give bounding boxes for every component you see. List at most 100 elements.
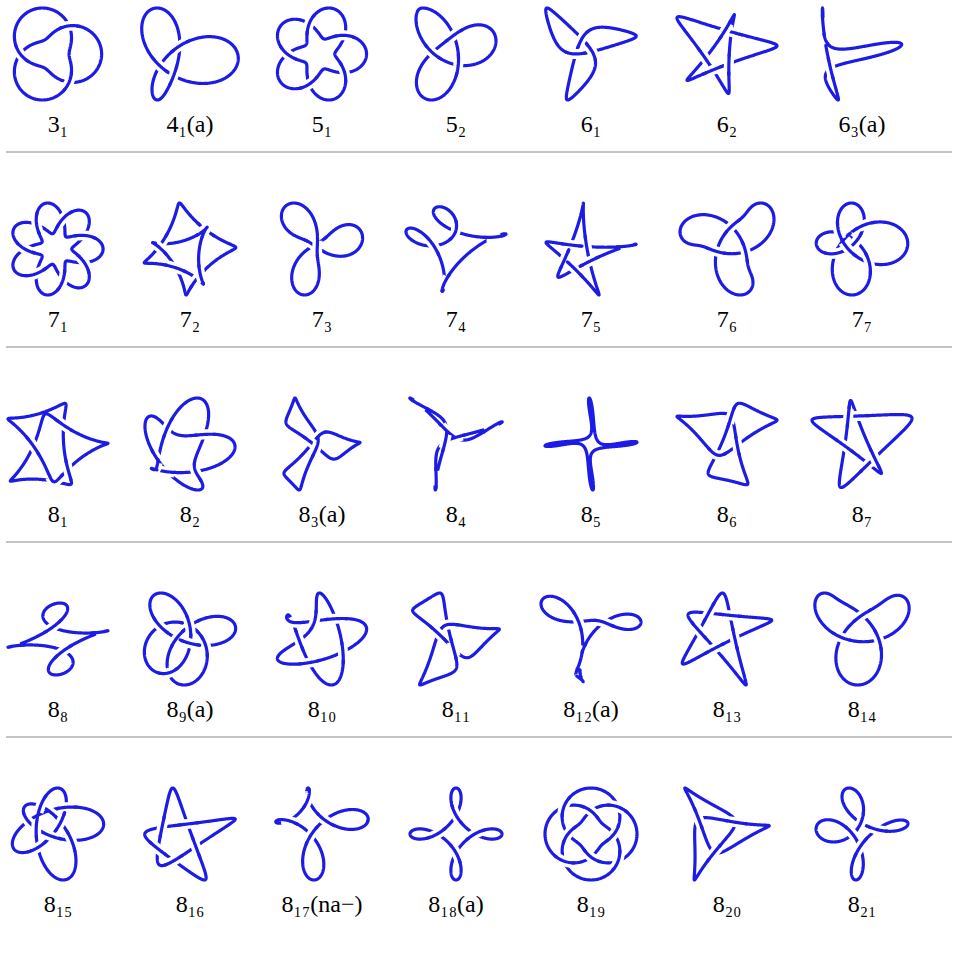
knot-name: 5₁	[312, 109, 332, 139]
knot-overstrand	[585, 236, 589, 257]
knot-overstrand	[855, 222, 874, 229]
knot-overstrand	[594, 620, 613, 626]
knot-name: 7₄	[446, 304, 466, 334]
knot-overstrand	[55, 419, 72, 430]
row-rule	[6, 737, 952, 738]
knot-overstrand	[93, 631, 108, 633]
knot-overstrand	[452, 806, 462, 824]
knot-strand	[546, 8, 636, 100]
knot-overstrand	[36, 817, 37, 838]
knot-overstrand	[825, 250, 845, 253]
knot-overstrand	[55, 645, 72, 657]
knot-overstrand	[300, 77, 317, 88]
knot-overstrand	[828, 58, 833, 78]
knot-overstrand	[832, 632, 851, 640]
knot-overstrand	[16, 45, 28, 61]
knot-strand	[685, 788, 769, 880]
knot-name: 7₇	[852, 304, 872, 334]
knot-name: 8₂₀	[713, 889, 742, 919]
knot-overstrand	[703, 66, 723, 74]
knot-overstrand	[57, 212, 72, 227]
knot-overstrand	[704, 603, 714, 621]
knot-strand	[284, 398, 360, 490]
knot-overstrand	[194, 462, 201, 481]
knot-overstrand	[440, 624, 458, 630]
knot-overstrand	[334, 35, 354, 37]
knot-overstrand	[608, 805, 627, 812]
knot-name: 5₂	[446, 109, 466, 139]
knot-overstrand	[742, 242, 747, 262]
knot-overstrand	[617, 244, 636, 247]
knot-overstrand	[306, 827, 317, 844]
knot-overstrand	[467, 830, 485, 840]
knot-name: 8₁	[48, 499, 68, 529]
knot-overstrand	[281, 47, 297, 60]
knot-strand	[145, 788, 236, 880]
knot-strand	[8, 403, 108, 484]
knot-name: 7₆	[717, 304, 737, 334]
knot-strand	[812, 400, 912, 487]
knot-strand	[12, 788, 103, 880]
knot-overstrand	[720, 614, 742, 616]
knot-overstrand	[16, 242, 34, 253]
knot-overstrand	[154, 618, 168, 633]
knot-name: 8₅	[581, 499, 601, 529]
knot-overstrand	[199, 265, 204, 284]
knot-name: 6₁	[581, 109, 601, 139]
knot-overstrand	[443, 432, 447, 452]
knot-overstrand	[312, 437, 318, 456]
knot-overstrand	[55, 813, 64, 832]
knot-overstrand	[573, 612, 581, 631]
knot-name: 8₇	[852, 499, 872, 529]
knot-strand	[416, 8, 496, 100]
knot-strand	[406, 207, 506, 292]
knot-overstrand	[856, 812, 864, 831]
knot-overstrand	[855, 839, 866, 856]
knot-name: 4₁(a)	[166, 109, 213, 139]
knot-name: 8₁₆	[176, 889, 205, 919]
row-rule	[6, 152, 952, 153]
knot-name: 3₁	[48, 109, 68, 139]
knot-name: 8₂	[180, 499, 200, 529]
knot-strand	[142, 8, 239, 100]
knot-overstrand	[311, 611, 317, 630]
knot-name: 6₂	[717, 109, 737, 139]
row-rule	[6, 542, 952, 543]
knot-name: 7₅	[581, 304, 601, 334]
knot-name: 8₈	[48, 694, 68, 724]
knot-overstrand	[692, 623, 705, 638]
knot-overstrand	[278, 820, 298, 825]
knot-strand	[144, 203, 236, 295]
knot-overstrand	[584, 850, 600, 862]
knot-overstrand	[425, 45, 440, 59]
knot-overstrand	[706, 644, 724, 654]
knot-overstrand	[483, 422, 500, 432]
knot-overstrand	[342, 643, 343, 664]
knot-overstrand	[451, 639, 456, 659]
knot-overstrand	[165, 265, 185, 272]
knot-overstrand	[27, 437, 39, 454]
knot-strand	[680, 203, 774, 295]
knot-strand	[14, 8, 101, 100]
knot-strand	[277, 8, 366, 100]
knot-overstrand	[49, 475, 63, 482]
knot-name: 8₁₀	[308, 694, 337, 724]
knot-overstrand	[580, 257, 598, 266]
knot-overstrand	[153, 243, 166, 255]
knot-overstrand	[153, 58, 168, 72]
knot-name: 8₁₁	[442, 694, 471, 724]
knot-overstrand	[708, 448, 726, 455]
knot-overstrand	[565, 52, 585, 54]
knot-overstrand	[442, 274, 449, 291]
knot-overstrand	[151, 460, 158, 470]
knot-overstrand	[326, 619, 347, 620]
knot-overstrand	[36, 213, 39, 234]
knot-overstrand	[456, 55, 458, 76]
knot-strand	[144, 593, 235, 685]
knot-overstrand	[866, 253, 871, 273]
knot-overstrand	[567, 262, 582, 277]
knot-strand	[413, 593, 500, 685]
knot-overstrand	[295, 630, 302, 650]
knot-overstrand	[66, 460, 71, 480]
knot-overstrand	[582, 806, 598, 818]
